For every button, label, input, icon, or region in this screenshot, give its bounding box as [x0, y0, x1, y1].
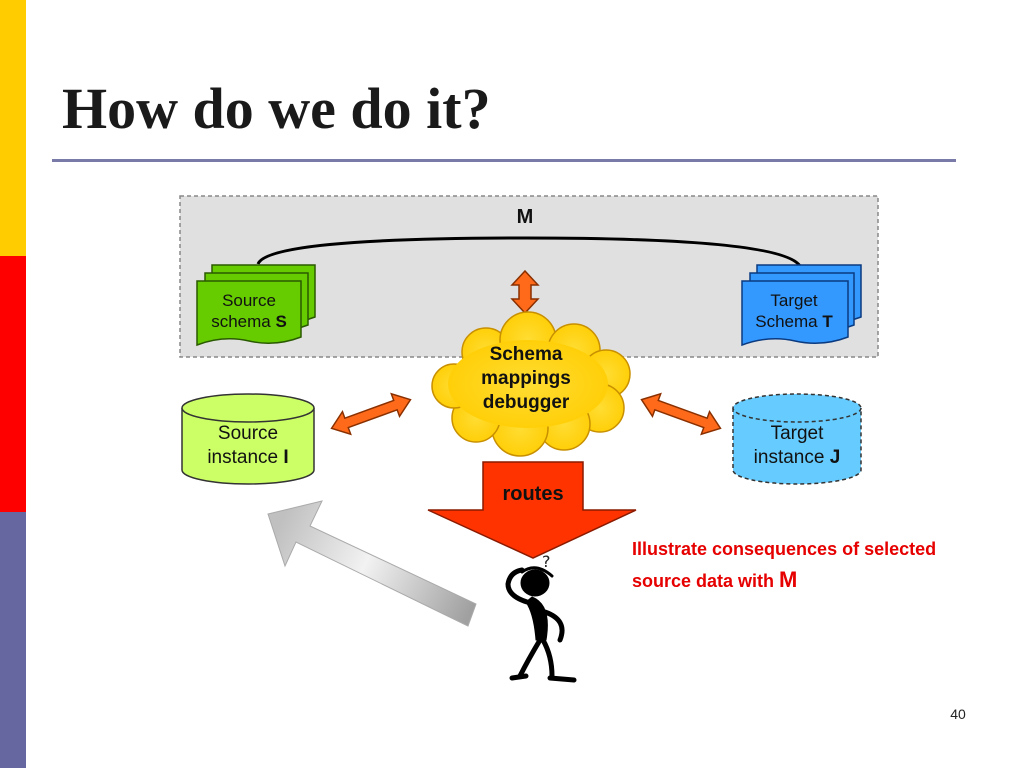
source-instance-cylinder-icon — [181, 393, 315, 485]
source-schema-label: Source schema S — [197, 290, 301, 333]
consequence-note: Illustrate consequences of selected sour… — [632, 536, 962, 596]
sidebar-purple-band — [0, 512, 26, 768]
debugger-label: Schema mappings debugger — [481, 344, 571, 413]
routes-down-arrow — [427, 461, 637, 559]
thinking-person-icon — [505, 566, 577, 683]
source-instance-text: Source instance — [207, 423, 279, 468]
routes-label: routes — [502, 483, 564, 505]
source-instance-symbol: I — [283, 446, 289, 468]
target-schema-text: Target Schema — [755, 291, 818, 332]
feedback-gray-arrow — [267, 500, 477, 627]
title-underline — [52, 159, 956, 162]
consequence-note-text: Illustrate consequences of selected sour… — [632, 539, 937, 591]
slide-title: How do we do it? — [62, 76, 491, 141]
page-number: 40 — [950, 706, 966, 722]
sidebar-yellow-band — [0, 0, 26, 256]
target-schema-symbol: T — [822, 312, 833, 332]
target-instance-symbol: J — [829, 446, 841, 468]
left-double-arrow — [330, 392, 412, 436]
mapping-curve — [256, 236, 802, 267]
target-instance-cylinder-icon — [732, 393, 862, 485]
sidebar-red-band — [0, 256, 26, 512]
source-schema-docs-icon — [196, 264, 316, 347]
target-instance-label: Target instance J — [733, 422, 861, 470]
consequence-note-symbol: M — [779, 567, 798, 592]
source-schema-text: Source schema — [211, 291, 276, 332]
target-instance-text: Target instance — [753, 423, 825, 468]
source-instance-label: Source instance I — [182, 422, 314, 470]
target-schema-label: Target Schema T — [740, 290, 848, 333]
question-mark: ? — [542, 552, 551, 571]
debugger-cloud-core — [448, 340, 608, 428]
mapping-label: M — [516, 206, 534, 228]
right-double-arrow — [640, 392, 722, 436]
target-schema-docs-icon — [741, 264, 862, 347]
source-schema-symbol: S — [275, 312, 287, 332]
